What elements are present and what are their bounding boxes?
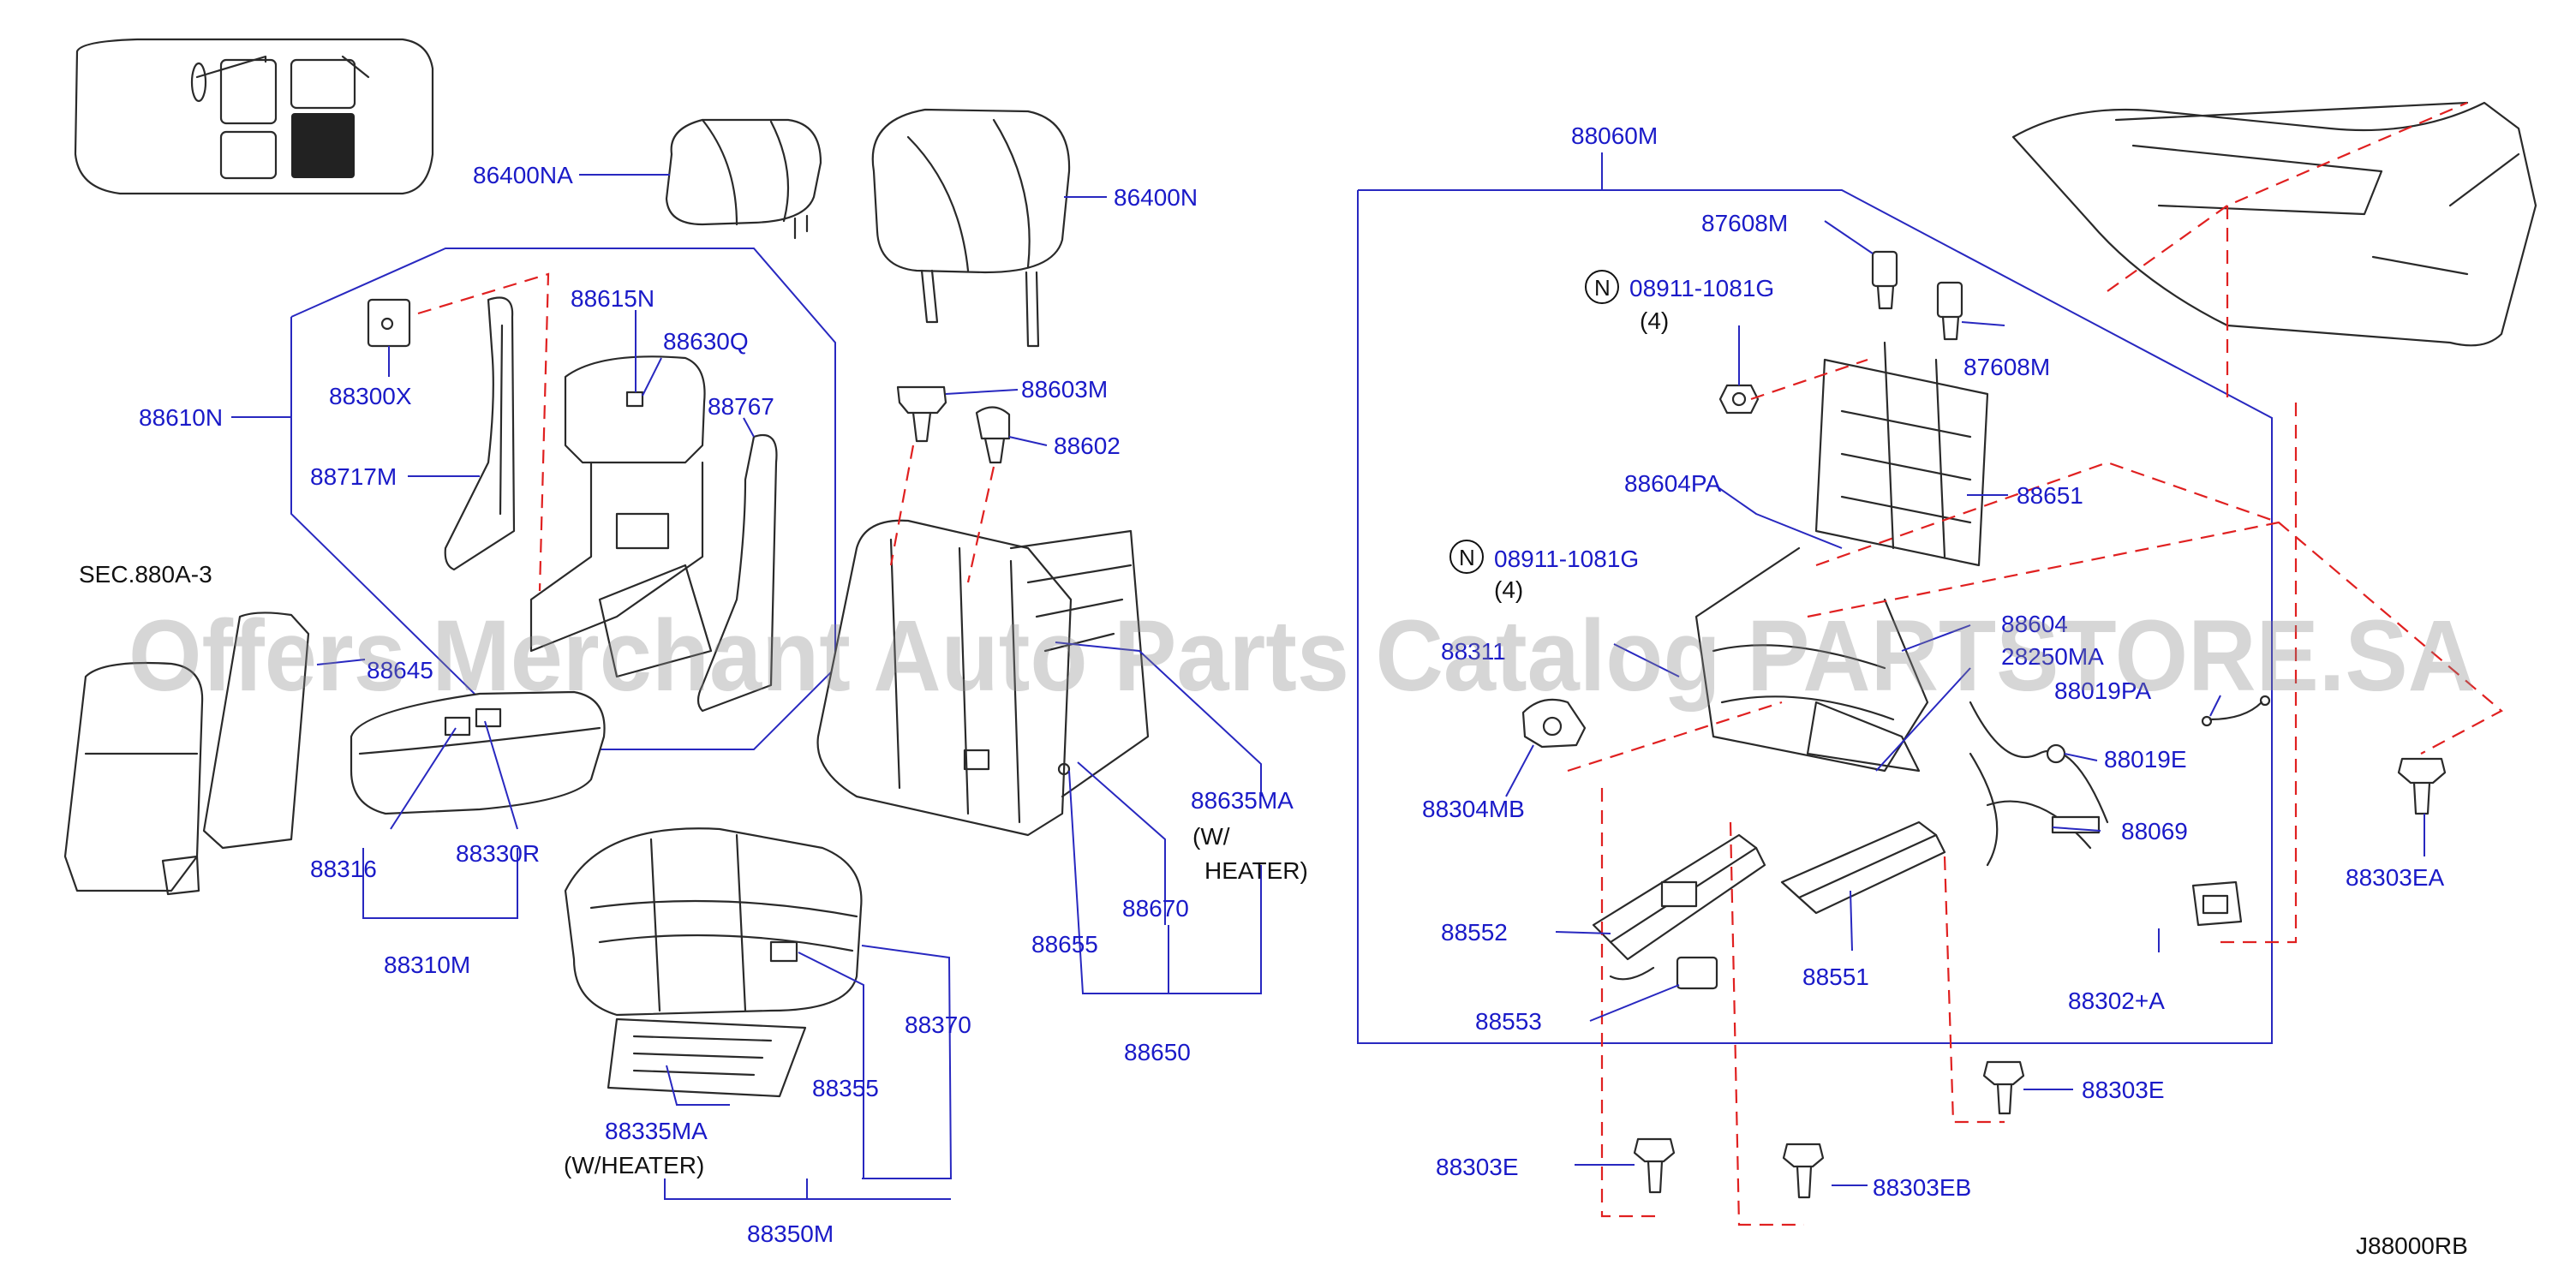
label-88310M: 88310M: [384, 952, 470, 978]
bolt-88303E-right-icon: [1982, 1060, 2025, 1115]
label-qty-b: (4): [1494, 576, 1523, 603]
headrest-guide-88603M-icon: [896, 385, 947, 443]
label-88602: 88602: [1054, 433, 1121, 459]
label-88303E-right: 88303E: [2082, 1077, 2165, 1103]
label-w-heater-a: (W/: [1192, 823, 1230, 850]
label-88311: 88311: [1441, 638, 1506, 665]
clip-88300X-icon: [367, 298, 411, 348]
headrest-large-icon: [871, 108, 1071, 348]
label-88300X: 88300X: [329, 383, 412, 409]
rail-88552-icon: [1592, 833, 1766, 961]
label-88302A: 88302+A: [2068, 988, 2165, 1014]
label-88635MA: 88635MA: [1191, 787, 1294, 814]
seat-cushion-88310M-icon: [350, 690, 606, 815]
label-88303EA: 88303EA: [2346, 864, 2445, 891]
label-88610N: 88610N: [139, 404, 223, 431]
label-88615N: 88615N: [571, 285, 654, 312]
vehicle-floor-icon: [2011, 101, 2537, 347]
leader-lines: [231, 152, 2425, 1200]
n-mark-b-icon: [1449, 540, 1484, 574]
bolt-88303EA-icon: [2397, 757, 2447, 815]
label-88335MA: 88335MA: [605, 1118, 708, 1144]
label-88603M: 88603M: [1021, 376, 1108, 403]
label-88303EB: 88303EB: [1873, 1174, 1971, 1201]
label-88553: 88553: [1475, 1008, 1542, 1035]
cushion-88645-icon: [202, 612, 310, 850]
label-w-heater-b: HEATER): [1204, 857, 1308, 884]
n-mark-a-icon: [1585, 270, 1619, 304]
label-88370: 88370: [905, 1011, 971, 1038]
label-88060M: 88060M: [1571, 122, 1658, 149]
seat-back-88650-icon: [816, 519, 1150, 837]
side-panel-right-icon: [696, 434, 778, 713]
n-mark-b-letter: N: [1459, 545, 1475, 570]
label-88604: 88604: [2001, 611, 2068, 637]
label-28250MA: 28250MA: [2001, 643, 2104, 670]
label-88304MB: 88304MB: [1422, 796, 1525, 822]
nut-icon: [1718, 384, 1760, 415]
label-88650: 88650: [1124, 1039, 1191, 1065]
seat-frame-icon: [1694, 341, 1989, 773]
motor-88304MB-icon: [1521, 698, 1587, 749]
assembly-lines: [417, 101, 2503, 1226]
label-87608M-b: 87608M: [1963, 354, 2050, 380]
label-88655: 88655: [1031, 931, 1098, 958]
label-bolt-a: 08911-1081G: [1629, 275, 1774, 301]
label-qty-a: (4): [1640, 307, 1669, 334]
label-sec880A3: SEC.880A-3: [79, 561, 212, 588]
label-88355: 88355: [812, 1075, 879, 1101]
n-mark-a-letter: N: [1594, 275, 1611, 301]
vehicle-key-icon: [74, 38, 434, 195]
label-88645: 88645: [367, 657, 433, 683]
label-88551: 88551: [1802, 964, 1869, 990]
label-88316: 88316: [310, 856, 377, 882]
headrest-small-icon: [665, 118, 822, 240]
headrest-guide-88602-icon: [975, 406, 1011, 464]
label-86400N: 86400N: [1114, 184, 1198, 211]
back-frame-icon: [529, 355, 713, 678]
clip-87608M-a-icon: [1871, 250, 1898, 310]
seat-cushion-88350M-icon: [564, 827, 863, 1098]
diagram-code: J88000RB: [2356, 1232, 2468, 1259]
label-88019PA: 88019PA: [2054, 677, 2151, 704]
label-bolt-b: 08911-1081G: [1494, 546, 1639, 572]
switch-88553-icon: [1609, 956, 1718, 990]
label-88717M: 88717M: [310, 463, 397, 490]
module-outline-88060M: [1357, 189, 2273, 1044]
bolt-88303EB-icon: [1782, 1143, 1825, 1199]
label-88670: 88670: [1122, 895, 1189, 922]
strap-88019PA-icon: [2201, 695, 2271, 727]
watermark: Offers Merchant Auto Parts Catalog PARTS…: [129, 600, 2476, 713]
label-86400NA: 86400NA: [473, 162, 573, 188]
bolt-88303E-left-icon: [1633, 1137, 1676, 1194]
label-88350M: 88350M: [747, 1220, 834, 1247]
harness-icon: [1969, 701, 2109, 867]
label-88552: 88552: [1441, 919, 1508, 946]
label-88019E: 88019E: [2104, 746, 2187, 773]
side-panel-left-icon: [444, 296, 516, 571]
label-88767: 88767: [708, 393, 774, 420]
label-88069: 88069: [2121, 818, 2188, 844]
label-88651: 88651: [2017, 482, 2083, 509]
seatback-reference-icon: [63, 661, 204, 896]
label-87608M-a: 87608M: [1701, 210, 1788, 236]
rail-88551-icon: [1780, 820, 1946, 915]
label-88330R: 88330R: [456, 840, 540, 867]
label-88630Q: 88630Q: [663, 328, 749, 355]
label-88604PA: 88604PA: [1624, 470, 1721, 497]
label-w-heater-2: (W/HEATER): [564, 1152, 704, 1179]
label-88303E-left: 88303E: [1436, 1154, 1519, 1180]
bracket-88302A-icon: [2191, 880, 2243, 927]
clip-87608M-b-icon: [1936, 281, 1963, 341]
